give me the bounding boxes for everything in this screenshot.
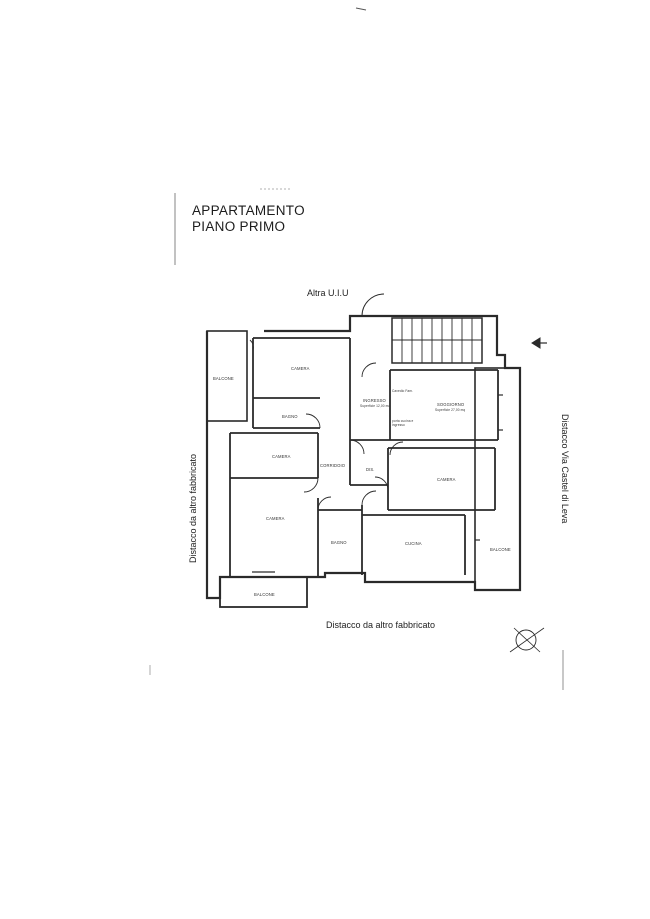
room-cucina: CUCINA: [405, 541, 422, 546]
label-right: Distacco Via Castel di Leva: [560, 414, 570, 524]
room-camera-3: CAMERA: [266, 516, 285, 521]
room-corridoio: CORRIDOIO: [320, 463, 346, 468]
room-ingresso-area: Superficie 12,00 mq: [360, 404, 391, 408]
room-camera-1: CAMERA: [291, 366, 310, 371]
room-ingresso: INGRESSO: [363, 398, 386, 403]
room-bagno-1: BAGNO: [282, 414, 298, 419]
room-dis: DIS.: [366, 467, 375, 472]
plan-title: APPARTAMENTO: [192, 203, 305, 218]
room-soggiorno: SOGGIORNO: [437, 402, 465, 407]
room-balcone-sw: BALCONE: [254, 592, 275, 597]
room-bagno-2: BAGNO: [331, 540, 347, 545]
room-note-1: Cavedio Fam.: [392, 389, 414, 393]
plan-subtitle: PIANO PRIMO: [192, 219, 286, 234]
room-balcone-e: BALCONE: [490, 547, 511, 552]
room-note-2: porta cucina e ingresso: [392, 419, 414, 427]
room-camera-2: CAMERA: [272, 454, 291, 459]
room-soggiorno-area: Superficie 27,00 mq: [435, 408, 466, 412]
room-balcone-nw: BALCONE: [213, 376, 234, 381]
label-bottom: Distacco da altro fabbricato: [326, 620, 436, 630]
room-camera-4: CAMERA: [437, 477, 456, 482]
label-left: Distacco da altro fabbricato: [188, 453, 198, 563]
label-top: Altra U.I.U: [307, 288, 349, 298]
